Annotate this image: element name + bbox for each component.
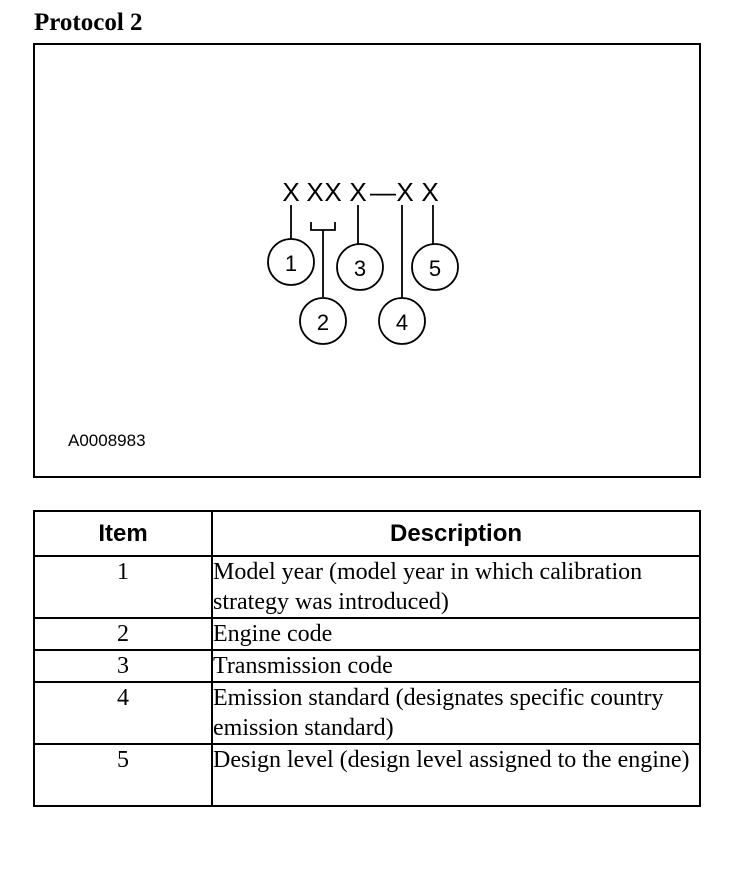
page-heading: Protocol 2 [34, 9, 143, 36]
callout-circle-4 [378, 297, 426, 345]
row-description: Emission standard (designates specific c… [211, 681, 701, 745]
table-row: 4 Emission standard (designates specific… [33, 681, 701, 745]
row-description: Model year (model year in which calibrat… [211, 555, 701, 619]
header-description: Description [211, 510, 701, 557]
row-description: Engine code [211, 617, 701, 651]
callout-number-1: 1 [285, 251, 297, 276]
bracket-2 [310, 222, 336, 231]
callout-number-5: 5 [429, 256, 441, 281]
code-char-5: X [396, 177, 413, 207]
item-description-table: Item Description 1 Model year (model yea… [33, 510, 701, 807]
table-row: 2 Engine code [33, 617, 701, 651]
callout-circle-3 [336, 243, 384, 291]
row-item: 4 [33, 681, 213, 745]
row-item: 5 [33, 743, 213, 807]
callout-circle-2 [299, 297, 347, 345]
figure-id: A0008983 [68, 431, 146, 450]
table-row: 5 Design level (design level assigned to… [33, 743, 701, 807]
code-diagram: X X X X — X X 1 2 3 4 5 A000898 [33, 43, 701, 478]
row-description: Transmission code [211, 649, 701, 683]
row-item: 1 [33, 555, 213, 619]
row-item: 2 [33, 617, 213, 651]
table-row: 3 Transmission code [33, 649, 701, 683]
code-char-3: X [324, 177, 341, 207]
code-char-1: X [282, 177, 299, 207]
callout-number-2: 2 [317, 310, 329, 335]
code-char-4: X [349, 177, 366, 207]
code-char-6: X [421, 177, 438, 207]
row-item: 3 [33, 649, 213, 683]
code-dash: — [370, 177, 396, 207]
callout-circle-5 [411, 243, 459, 291]
table-row: 1 Model year (model year in which calibr… [33, 555, 701, 619]
table-header-row: Item Description [33, 510, 701, 557]
callout-number-4: 4 [396, 310, 408, 335]
code-diagram-svg: X X X X — X X 1 2 3 4 5 A000898 [68, 177, 459, 450]
header-item: Item [33, 510, 213, 557]
row-description: Design level (design level assigned to t… [211, 743, 701, 807]
callout-number-3: 3 [354, 256, 366, 281]
code-char-2: X [306, 177, 323, 207]
callout-circle-1 [267, 238, 315, 286]
